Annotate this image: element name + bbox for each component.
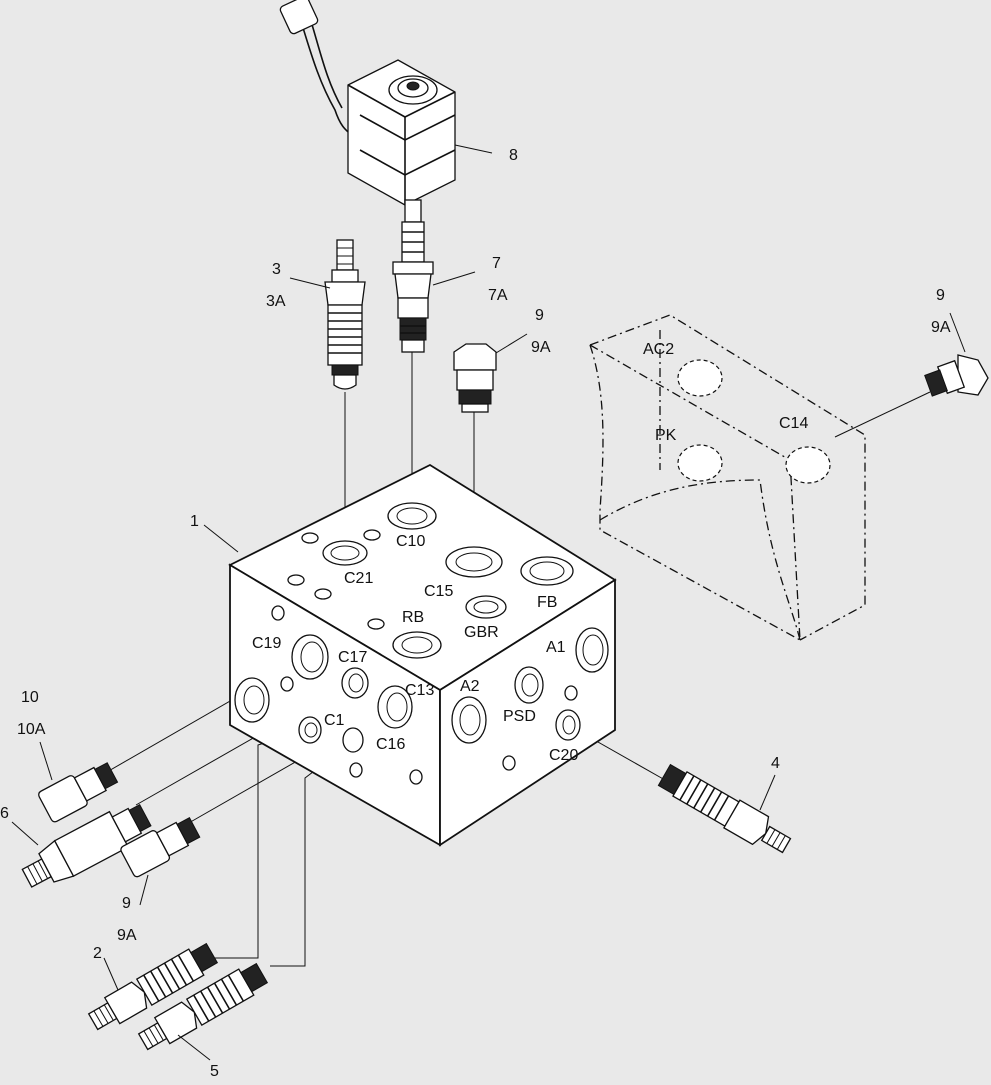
- phantom-manifold-outline: [589, 314, 866, 641]
- callout-9a-right: 9A: [931, 319, 951, 336]
- valve-5: [137, 962, 269, 1051]
- port-label-c1: C1: [324, 712, 345, 729]
- valve-3: [324, 239, 366, 390]
- plug-9-top: [453, 343, 497, 413]
- port-label-c10: C10: [396, 533, 425, 550]
- solenoid-coil: [279, 0, 456, 206]
- callout-7: 7: [492, 255, 501, 272]
- port-label-psd: PSD: [503, 708, 536, 725]
- port-label-c15: C15: [424, 583, 453, 600]
- valve-manifold-block: [228, 463, 617, 847]
- valve-2: [87, 942, 219, 1031]
- port-label-c16: C16: [376, 736, 405, 753]
- port-label-rb: RB: [402, 609, 424, 626]
- port-labels: C10 C21 C15 FB RB GBR C19 C17 C13 C1 C16…: [252, 341, 808, 764]
- callout-9-top: 9: [535, 307, 544, 324]
- callout-5: 5: [210, 1063, 219, 1080]
- port-label-ac2: AC2: [643, 341, 674, 358]
- callout-leaders: [11, 144, 966, 1061]
- right-face-ports: [451, 627, 609, 771]
- port-label-pk: PK: [655, 427, 677, 444]
- port-label-c20: C20: [549, 747, 578, 764]
- plug-9-right: [924, 354, 989, 397]
- port-label-c21: C21: [344, 570, 373, 587]
- callout-3: 3: [272, 261, 281, 278]
- port-label-gbr: GBR: [464, 624, 499, 641]
- port-label-c14: C14: [779, 415, 808, 432]
- port-label-a2: A2: [460, 678, 480, 695]
- plug-9-lower: [120, 817, 201, 878]
- callout-9a-low: 9A: [117, 927, 137, 944]
- plug-10: [38, 762, 119, 823]
- assembly-lines: [92, 352, 931, 967]
- callout-numbers: 8 3 3A 7 7A 9 9A 9 9A 1 10 10A 6 9 9A 2 …: [0, 147, 951, 1080]
- top-ports: [287, 502, 574, 659]
- port-label-fb: FB: [537, 594, 557, 611]
- callout-9-right: 9: [936, 287, 945, 304]
- callout-1: 1: [190, 513, 199, 530]
- port-label-a1: A1: [546, 639, 566, 656]
- valve-4: [657, 763, 792, 854]
- port-label-c17: C17: [338, 649, 367, 666]
- callout-9a-top: 9A: [531, 339, 551, 356]
- callout-9-low: 9: [122, 895, 131, 912]
- valve-6: [21, 803, 152, 888]
- callout-4: 4: [771, 755, 780, 772]
- callout-8: 8: [509, 147, 518, 164]
- valve-7: [392, 199, 434, 353]
- port-label-c13: C13: [405, 682, 434, 699]
- callout-2: 2: [93, 945, 102, 962]
- callout-10: 10: [21, 689, 39, 706]
- callout-10a: 10A: [17, 721, 46, 738]
- callout-7a: 7A: [488, 287, 508, 304]
- callout-3a: 3A: [266, 293, 286, 310]
- left-face-ports: [234, 605, 423, 785]
- callout-6: 6: [0, 805, 9, 822]
- port-label-c19: C19: [252, 635, 281, 652]
